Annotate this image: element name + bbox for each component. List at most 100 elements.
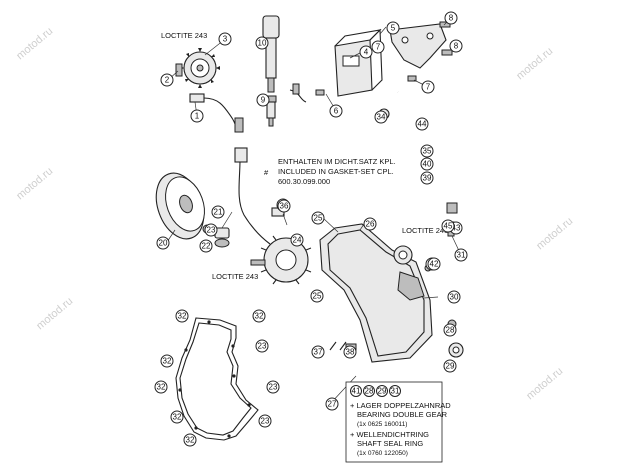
svg-text:2: 2 [165,76,170,85]
legend-callout: 41 [350,385,362,397]
svg-text:27: 27 [328,400,337,409]
svg-text:26: 26 [366,220,375,229]
svg-text:42: 42 [430,260,439,269]
callout-2: 2 [160,73,174,87]
svg-text:25: 25 [314,214,323,223]
gasket-set-note-line: ENTHALTEN IM DICHT.SATZ KPL. [278,157,396,166]
callout-5: 5 [386,21,400,35]
svg-text:23: 23 [261,417,270,426]
callout-32: 32 [170,410,184,424]
spark-plug-cap [262,15,280,93]
woodruff-key [214,227,230,248]
svg-text:40: 40 [423,160,432,169]
watermark-text: motod.ru [14,25,55,62]
gasket-hash: # [264,168,269,177]
svg-text:37: 37 [314,348,323,357]
svg-text:9: 9 [261,96,266,105]
callout-10: 10 [255,36,269,50]
shaft-seal [448,342,464,358]
svg-text:23: 23 [258,342,267,351]
callout-38: 38 [343,345,357,359]
callout-28: 28 [443,323,457,337]
callout-39: 39 [420,171,434,185]
callout-1: 1 [190,109,204,123]
svg-text:8: 8 [454,42,459,51]
svg-text:23: 23 [207,226,216,235]
callout-25: 25 [310,289,324,303]
callout-31: 31 [454,248,468,262]
callout-42: 42 [427,257,441,271]
svg-text:31: 31 [391,387,400,396]
svg-text:28: 28 [365,387,374,396]
svg-text:8: 8 [449,14,454,23]
legend-line: SHAFT SEAL RING [357,439,423,448]
callout-32: 32 [175,309,189,323]
legend-line: + WELLENDICHTRING [350,430,429,439]
callout-22: 22 [199,239,213,253]
service-parts-legend: 41 28 29 31 + LAGER DOPPELZAHNRAD BEARIN… [345,381,451,463]
callout-32: 32 [154,380,168,394]
callout-36: 36 [277,199,291,213]
svg-text:25: 25 [313,292,322,301]
svg-text:7: 7 [376,43,381,52]
watermark: motod.ru motod.ru motod.ru motod.ru moto… [14,25,575,402]
legend-callout: 28 [363,385,375,397]
watermark-text: motod.ru [534,215,575,252]
callout-35: 35 [420,144,434,158]
svg-text:21: 21 [214,208,223,217]
ignition-cable [289,83,307,103]
callout-24: 24 [290,233,304,247]
callout-34: 34 [374,110,388,124]
callout-32: 32 [160,354,174,368]
callout-37: 37 [311,345,325,359]
svg-text:35: 35 [423,147,432,156]
loctite-note: LOCTITE 243 [402,226,448,235]
svg-text:32: 32 [163,357,172,366]
svg-text:3: 3 [223,35,228,44]
watermark-text: motod.ru [34,295,75,332]
svg-text:4: 4 [364,48,369,57]
bolt-2 [175,63,183,77]
legend-line: (1x 0760 122050) [357,450,408,457]
pickup-sensor-cable [189,93,244,133]
svg-text:29: 29 [446,362,455,371]
callout-4: 4 [359,45,373,59]
vent-hose [396,90,458,214]
callout-7: 7 [371,40,385,54]
stator-bolt [250,259,266,266]
svg-text:29: 29 [378,387,387,396]
callout-7: 7 [421,80,435,94]
svg-text:43: 43 [452,224,461,233]
callout-40: 40 [420,157,434,171]
bracket-bolts [315,21,453,96]
svg-text:44: 44 [418,120,427,129]
callout-8: 8 [444,11,458,25]
svg-text:32: 32 [255,312,264,321]
watermark-text: motod.ru [14,165,55,202]
legend-line: BEARING DOUBLE GEAR [357,410,448,419]
legend-line: + LAGER DOPPELZAHNRAD [350,401,451,410]
svg-text:31: 31 [457,251,466,260]
svg-text:28: 28 [446,326,455,335]
part-callouts: 1 2 3 4 5 6 7 7 8 8 9 10 20 21 22 23 24 … [154,11,468,447]
callout-29: 29 [443,359,457,373]
ignition-cover [319,223,433,363]
svg-text:20: 20 [159,239,168,248]
svg-text:7: 7 [426,83,431,92]
svg-text:5: 5 [391,24,396,33]
callout-21: 21 [211,205,225,219]
svg-text:30: 30 [450,293,459,302]
legend-item-callout: 27 [325,397,339,411]
svg-text:1: 1 [195,112,200,121]
svg-text:34: 34 [377,113,386,122]
svg-text:36: 36 [280,202,289,211]
svg-text:38: 38 [346,348,355,357]
callout-32: 32 [183,433,197,447]
svg-text:41: 41 [352,387,361,396]
callout-9: 9 [256,93,270,107]
gasket-dots [178,320,251,438]
stator-cable [234,147,271,245]
callout-3: 3 [218,32,232,46]
svg-text:22: 22 [202,242,211,251]
svg-text:39: 39 [423,174,432,183]
